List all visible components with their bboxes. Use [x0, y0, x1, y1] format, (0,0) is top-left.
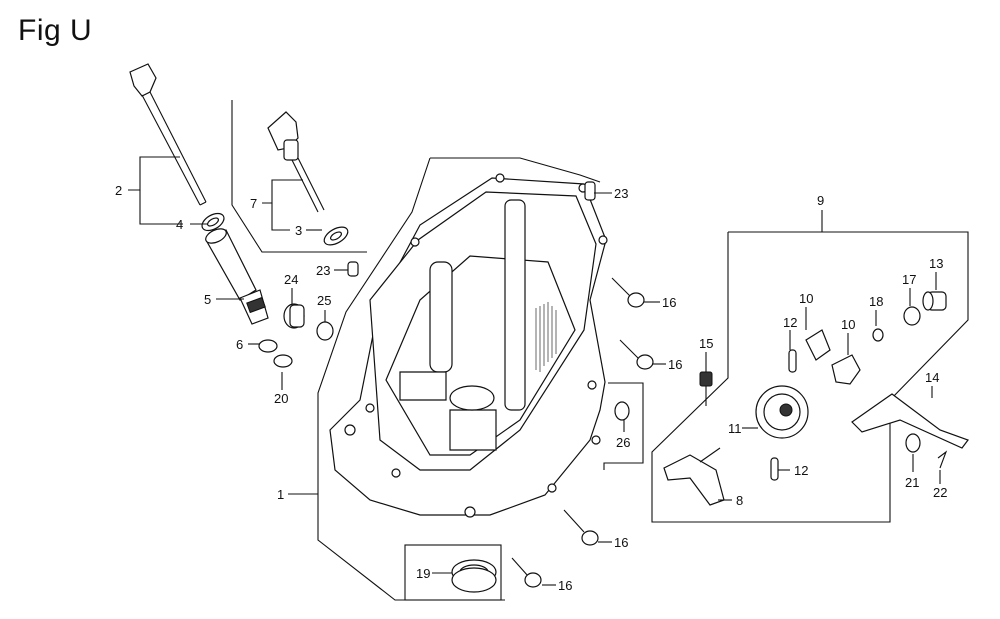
callout-26: 26 [616, 435, 630, 450]
callout-labels: 2 4 5 6 20 24 25 7 3 23 23 16 16 26 1 16… [115, 183, 947, 593]
callout-15: 15 [699, 336, 713, 351]
bolts-16 [511, 277, 654, 588]
callout-18: 18 [869, 294, 883, 309]
callout-25: 25 [317, 293, 331, 308]
filler-tube [205, 228, 269, 325]
callout-1: 1 [277, 487, 284, 502]
callout-20: 20 [274, 391, 288, 406]
dowel-pins [347, 181, 596, 277]
crankcase [329, 173, 608, 518]
callout-21: 21 [905, 475, 919, 490]
governor-assembly [663, 291, 969, 506]
plug-24 [283, 303, 305, 329]
callout-16-b: 16 [668, 357, 682, 372]
callout-11: 11 [728, 421, 742, 436]
callout-6: 6 [236, 337, 243, 352]
callout-10-left: 10 [799, 291, 813, 306]
callout-16-d: 16 [558, 578, 572, 593]
callout-12-upper: 12 [783, 315, 797, 330]
leader-lines [128, 156, 941, 586]
callout-3: 3 [295, 223, 302, 238]
callout-22: 22 [933, 485, 947, 500]
washers [201, 212, 921, 453]
group-outlines [231, 100, 969, 601]
callout-16-a: 16 [662, 295, 676, 310]
callout-16-c: 16 [614, 535, 628, 550]
callout-8: 8 [736, 493, 743, 508]
callout-17: 17 [902, 272, 916, 287]
callout-14: 14 [925, 370, 939, 385]
oil-seal [451, 559, 497, 593]
callout-5: 5 [204, 292, 211, 307]
callout-2: 2 [115, 183, 122, 198]
callout-7: 7 [250, 196, 257, 211]
callout-9: 9 [817, 193, 824, 208]
callout-13: 13 [929, 256, 943, 271]
callout-23-lower: 23 [316, 263, 330, 278]
callout-19: 19 [416, 566, 430, 581]
dipstick-short [267, 111, 325, 213]
callout-12-lower: 12 [794, 463, 808, 478]
callout-24: 24 [284, 272, 298, 287]
callout-4: 4 [176, 217, 183, 232]
dipstick-long [129, 63, 207, 206]
callout-10-right: 10 [841, 317, 855, 332]
figure-title: Fig U [18, 14, 93, 47]
callout-23-upper: 23 [614, 186, 628, 201]
